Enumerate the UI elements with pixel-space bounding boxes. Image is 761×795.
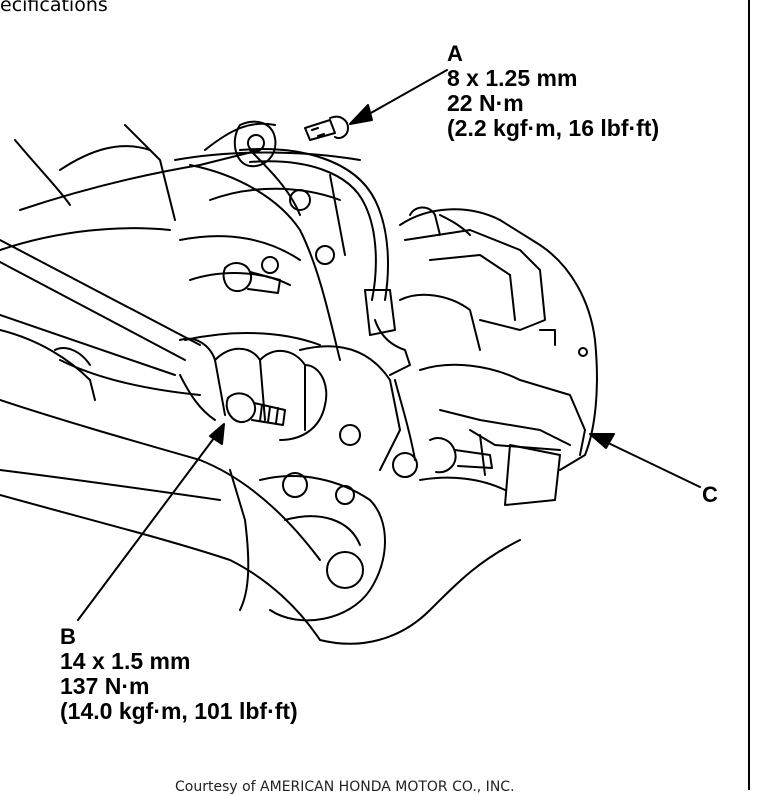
- page-border-line: [748, 0, 750, 790]
- brake-caliper: [392, 206, 598, 506]
- leader-arrows: [77, 69, 701, 621]
- lower-control-arm: [0, 329, 521, 645]
- drive-shaft: [0, 239, 328, 441]
- callout-c: C: [702, 482, 718, 507]
- bolt-a: [304, 115, 349, 141]
- callout-a-letter: A: [447, 41, 463, 66]
- callout-a: A 8 x 1.25 mm 22 N·m (2.2 kgf·m, 16 lbf·…: [447, 41, 659, 141]
- callout-a-torque: 22 N·m: [447, 90, 524, 116]
- callout-b-alt-torque: (14.0 kgf·m, 101 lbf·ft): [60, 698, 298, 724]
- image-credit: Courtesy of AMERICAN HONDA MOTOR CO., IN…: [175, 779, 515, 795]
- callout-b-torque: 137 N·m: [60, 673, 150, 699]
- callout-b-size: 14 x 1.5 mm: [60, 648, 191, 674]
- brake-hose: [204, 120, 411, 376]
- callout-a-size: 8 x 1.25 mm: [447, 65, 578, 91]
- callout-b-letter: B: [60, 624, 76, 649]
- callout-a-alt-torque: (2.2 kgf·m, 16 lbf·ft): [447, 115, 660, 141]
- knuckle-outline: [0, 124, 401, 622]
- page-header-fragment: ecifications: [0, 0, 108, 16]
- callout-c-letter: C: [702, 482, 718, 507]
- bolt-b: [222, 262, 286, 426]
- callout-b: B 14 x 1.5 mm 137 N·m (14.0 kgf·m, 101 l…: [60, 624, 298, 724]
